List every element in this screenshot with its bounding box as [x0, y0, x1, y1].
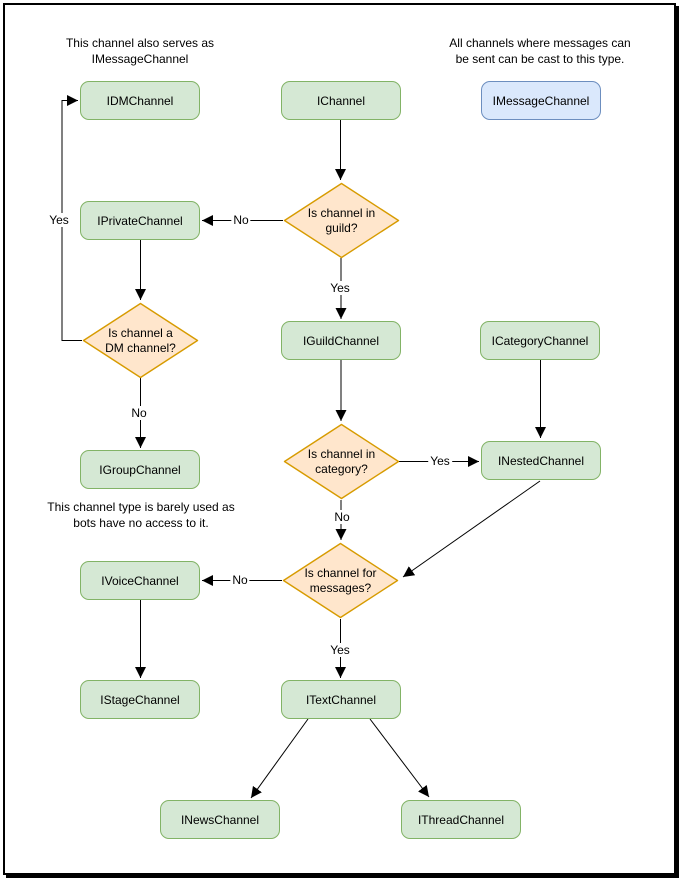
- decision-is-channel-in-guild: Is channel in guild?: [283, 182, 400, 259]
- diamond-shape: [282, 542, 399, 619]
- node-iguildchannel: IGuildChannel: [281, 321, 401, 360]
- diamond-shape: [283, 182, 400, 259]
- node-ivoicechannel: IVoiceChannel: [80, 561, 200, 600]
- node-istagechannel: IStageChannel: [80, 680, 200, 719]
- decision-label: Is channel in category?: [307, 446, 376, 476]
- edge-label-category-yes: Yes: [428, 454, 452, 468]
- annotation-imessage-cast: All channels where messages can be sent …: [449, 36, 631, 66]
- node-ithreadchannel: IThreadChannel: [401, 800, 521, 839]
- decision-is-channel-for-messages: Is channel for messages?: [282, 542, 399, 619]
- node-ichannel: IChannel: [281, 81, 401, 120]
- node-iprivatechannel: IPrivateChannel: [80, 201, 200, 240]
- decision-label: Is channel for messages?: [304, 565, 377, 595]
- node-inestedchannel: INestedChannel: [481, 441, 601, 480]
- node-inewschannel: INewsChannel: [160, 800, 280, 839]
- edge-label-category-no: No: [332, 510, 352, 524]
- edge-label-guild-yes: Yes: [328, 281, 352, 295]
- diamond-shape: [283, 423, 400, 500]
- edge-label-messages-yes: Yes: [328, 643, 352, 657]
- node-igroupchannel: IGroupChannel: [80, 450, 200, 489]
- edge-label-dm-no: No: [129, 406, 149, 420]
- decision-is-channel-a-dm: Is channel a DM channel?: [82, 302, 199, 379]
- edge-label-guild-no: No: [231, 213, 251, 227]
- node-idmchannel: IDMChannel: [80, 81, 200, 120]
- annotation-igroup-barely-used: This channel type is barely used as bots…: [47, 500, 235, 530]
- node-icategorychannel: ICategoryChannel: [480, 321, 600, 360]
- annotation-idm-serves-imessage: This channel also serves as IMessageChan…: [65, 36, 215, 66]
- node-itextchannel: ITextChannel: [281, 680, 401, 719]
- edge-label-messages-no: No: [230, 573, 250, 587]
- diamond-shape: [82, 302, 199, 379]
- node-imessagechannel: IMessageChannel: [481, 81, 601, 120]
- edge-label-dm-yes: Yes: [47, 213, 71, 227]
- decision-label: Is channel a DM channel?: [105, 325, 176, 355]
- decision-label: Is channel in guild?: [307, 205, 376, 235]
- decision-is-channel-in-category: Is channel in category?: [283, 423, 400, 500]
